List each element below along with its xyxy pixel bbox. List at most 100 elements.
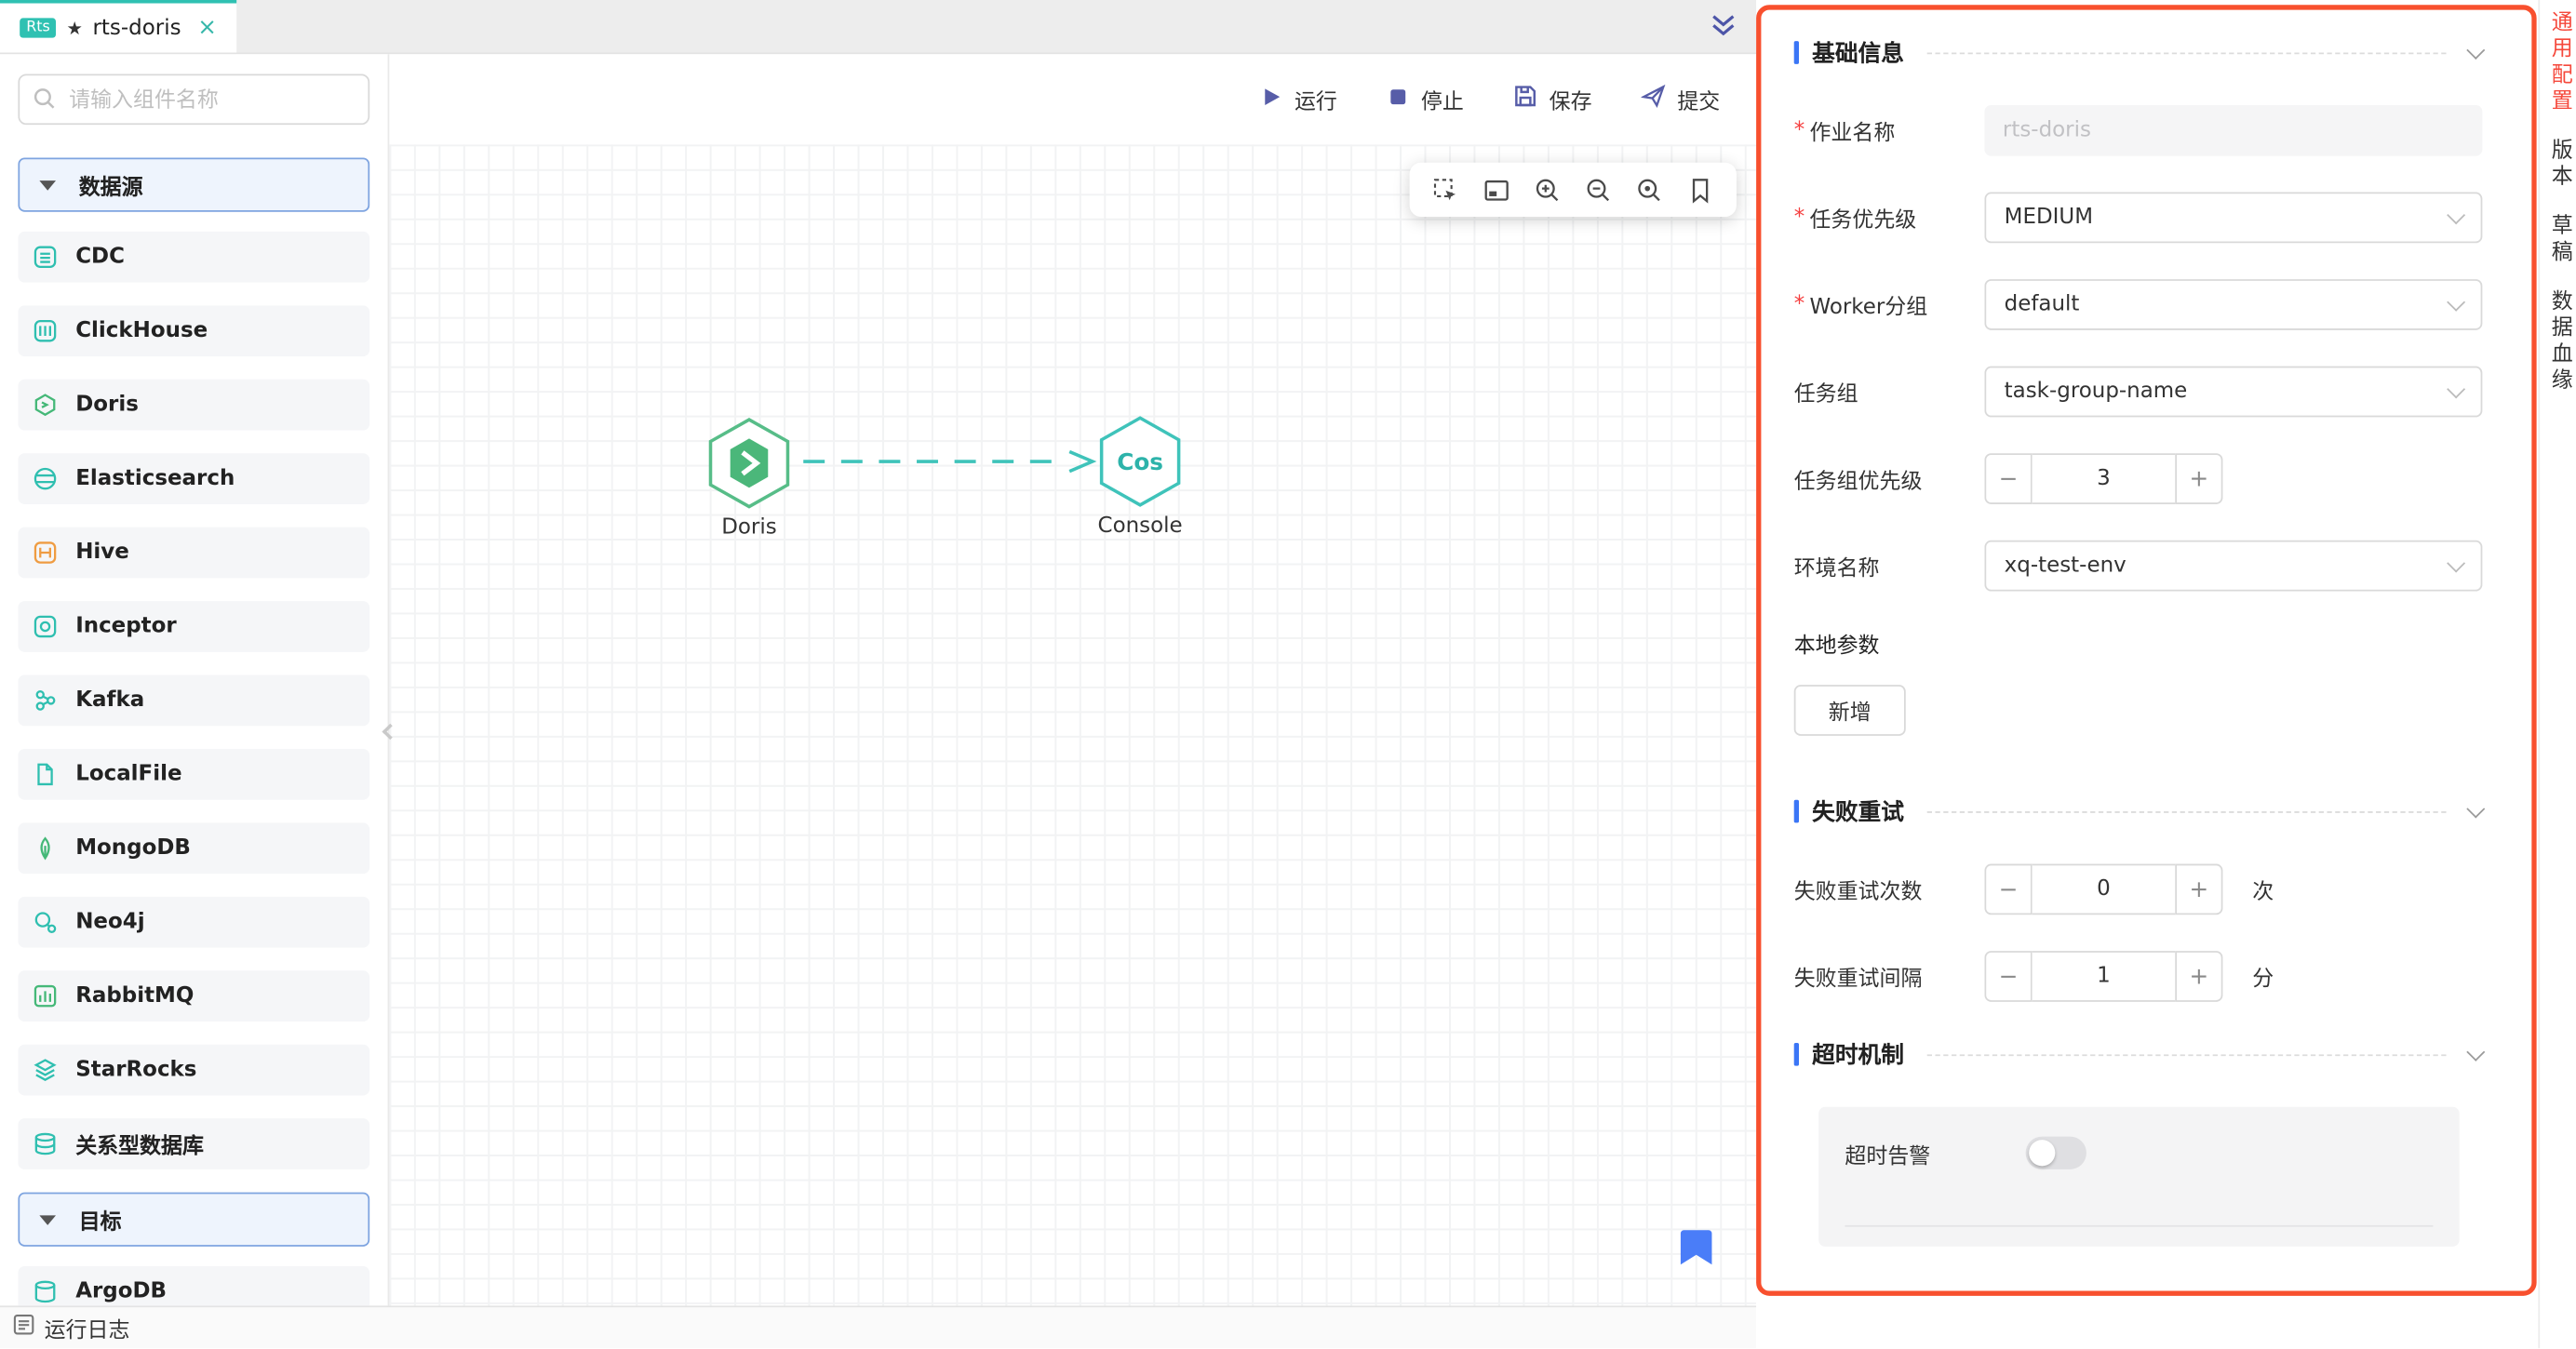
section-accent-bar (1793, 799, 1800, 823)
required-mark: * (1793, 292, 1805, 317)
sidebar-item-clickhouse[interactable]: ClickHouse (18, 305, 370, 357)
sidebar-item-localfile[interactable]: LocalFile (18, 748, 370, 800)
minus-button[interactable]: − (1984, 453, 2033, 504)
sidebar-item-rabbitmq[interactable]: RabbitMQ (18, 970, 370, 1022)
item-label: 关系型数据库 (75, 1134, 204, 1160)
caret-down-icon (39, 1214, 57, 1225)
sidebar-item-cdc[interactable]: CDC (18, 231, 370, 283)
run-button[interactable]: 运行 (1260, 84, 1337, 115)
section-dashed-line (1926, 51, 2447, 54)
field-job-name: *作业名称 rts-doris (1794, 104, 2483, 156)
save-label: 保存 (1549, 90, 1592, 115)
env-select[interactable]: xq-test-env (1984, 540, 2483, 592)
node-label: Doris (721, 515, 777, 541)
task-group-select[interactable]: task-group-name (1984, 366, 2483, 418)
search-input[interactable] (18, 73, 370, 126)
chevron-down-icon[interactable] (2466, 41, 2486, 60)
inceptor-icon (32, 612, 60, 640)
bookmark-save-icon[interactable] (1687, 177, 1713, 203)
item-label: ClickHouse (75, 318, 208, 343)
job-name-input[interactable]: rts-doris (1984, 104, 2483, 156)
zoom-in-icon[interactable] (1535, 177, 1561, 203)
caret-down-icon (39, 180, 57, 190)
stepper-value[interactable]: 3 (2032, 453, 2176, 504)
section-basic-info[interactable]: 基础信息 (1793, 36, 2486, 69)
canvas-tools (1409, 162, 1737, 218)
field-retry-times: 失败重试次数 − 0 + 次 (1794, 863, 2483, 915)
doris-icon (32, 391, 60, 419)
sidebar-item-argodb[interactable]: ArgoDB (18, 1266, 370, 1306)
save-button[interactable]: 保存 (1513, 84, 1592, 115)
relational-db-icon (32, 1130, 60, 1158)
section-label: 数据源 (78, 175, 143, 201)
starrocks-icon (32, 1056, 60, 1084)
submit-button[interactable]: 提交 (1640, 84, 1720, 115)
hive-icon (32, 539, 60, 567)
sidebar-collapse-handle[interactable] (378, 706, 401, 755)
sidebar-item-hive[interactable]: Hive (18, 527, 370, 579)
minimap-icon[interactable] (1483, 177, 1509, 203)
task-group-priority-stepper: − 3 + (1984, 453, 2482, 504)
divider (1845, 1224, 2434, 1227)
item-label: LocalFile (75, 762, 182, 787)
run-label: 运行 (1294, 90, 1337, 115)
section-failure-retry[interactable]: 失败重试 (1793, 795, 2486, 827)
localfile-icon (32, 760, 60, 788)
sidebar-item-doris[interactable]: Doris (18, 379, 370, 431)
status-bar: 运行日志 (0, 1305, 1757, 1349)
stop-button[interactable]: 停止 (1387, 84, 1464, 115)
worker-group-select[interactable]: default (1984, 279, 2483, 330)
minus-button[interactable]: − (1984, 951, 2033, 1002)
chevron-down-icon (2447, 205, 2466, 224)
sidebar-item-relational-db[interactable]: 关系型数据库 (18, 1118, 370, 1169)
config-panel: 基础信息 *作业名称 rts-doris *任务优先级 MEDIUM *Work… (1756, 0, 2539, 1349)
tab-general-config[interactable]: 通用配置 (2546, 9, 2571, 115)
tab-version[interactable]: 版本 (2546, 138, 2571, 191)
section-timeout[interactable]: 超时机制 (1793, 1038, 2486, 1071)
run-log-label[interactable]: 运行日志 (44, 1318, 130, 1344)
sidebar-item-mongodb[interactable]: MongoDB (18, 822, 370, 875)
item-label: CDC (75, 245, 125, 270)
section-accent-bar (1793, 41, 1800, 64)
add-param-button[interactable]: 新增 (1793, 685, 1906, 736)
timeout-alarm-label: 超时告警 (1845, 1143, 1931, 1169)
locate-icon[interactable] (1636, 177, 1662, 203)
stepper-value[interactable]: 1 (2032, 951, 2176, 1002)
select-value: task-group-name (2004, 379, 2188, 405)
section-header-datasource[interactable]: 数据源 (18, 157, 370, 212)
bookmark-icon[interactable] (1679, 1228, 1713, 1273)
section-header-target[interactable]: 目标 (18, 1192, 370, 1247)
dag-canvas[interactable]: Doris Cos Console (389, 144, 1757, 1306)
node-console[interactable]: Cos Console (1075, 416, 1206, 539)
elasticsearch-icon (32, 465, 60, 493)
zoom-out-icon[interactable] (1586, 177, 1612, 203)
select-value: MEDIUM (2004, 205, 2094, 231)
plus-button[interactable]: + (2175, 951, 2223, 1002)
tab-rts-doris[interactable]: Rts ★ rts-doris × (0, 0, 237, 53)
sidebar-item-kafka[interactable]: Kafka (18, 674, 370, 727)
edge-doris-console[interactable] (800, 448, 1105, 474)
sidebar-item-inceptor[interactable]: Inceptor (18, 601, 370, 652)
plus-button[interactable]: + (2175, 863, 2223, 915)
chevron-down-icon[interactable] (2466, 1042, 2486, 1062)
tab-data-lineage[interactable]: 数据血缘 (2546, 288, 2571, 394)
tab-close-icon[interactable]: × (197, 14, 217, 42)
stepper-value[interactable]: 0 (2032, 863, 2176, 915)
sidebar-item-starrocks[interactable]: StarRocks (18, 1044, 370, 1096)
field-env-name: 环境名称 xq-test-env (1794, 540, 2483, 592)
sidebar-item-elasticsearch[interactable]: Elasticsearch (18, 453, 370, 504)
chevron-down-icon[interactable] (2466, 799, 2486, 819)
argodb-icon (32, 1277, 60, 1305)
timeout-alarm-toggle[interactable] (2025, 1136, 2086, 1169)
run-toolbar: 运行 停止 保存 提交 (389, 54, 1757, 145)
component-sidebar: 数据源 CDC ClickHouse Doris Elasticsearch H… (0, 54, 390, 1306)
tab-draft[interactable]: 草稿 (2546, 213, 2571, 266)
plus-button[interactable]: + (2175, 453, 2223, 504)
node-doris[interactable]: Doris (683, 417, 814, 541)
marquee-select-icon[interactable] (1432, 177, 1458, 203)
sidebar-item-neo4j[interactable]: Neo4j (18, 896, 370, 948)
minus-button[interactable]: − (1984, 863, 2033, 915)
priority-select[interactable]: MEDIUM (1984, 192, 2483, 244)
select-value: default (2004, 292, 2080, 317)
collapse-double-chevron-icon[interactable] (1711, 13, 1737, 45)
